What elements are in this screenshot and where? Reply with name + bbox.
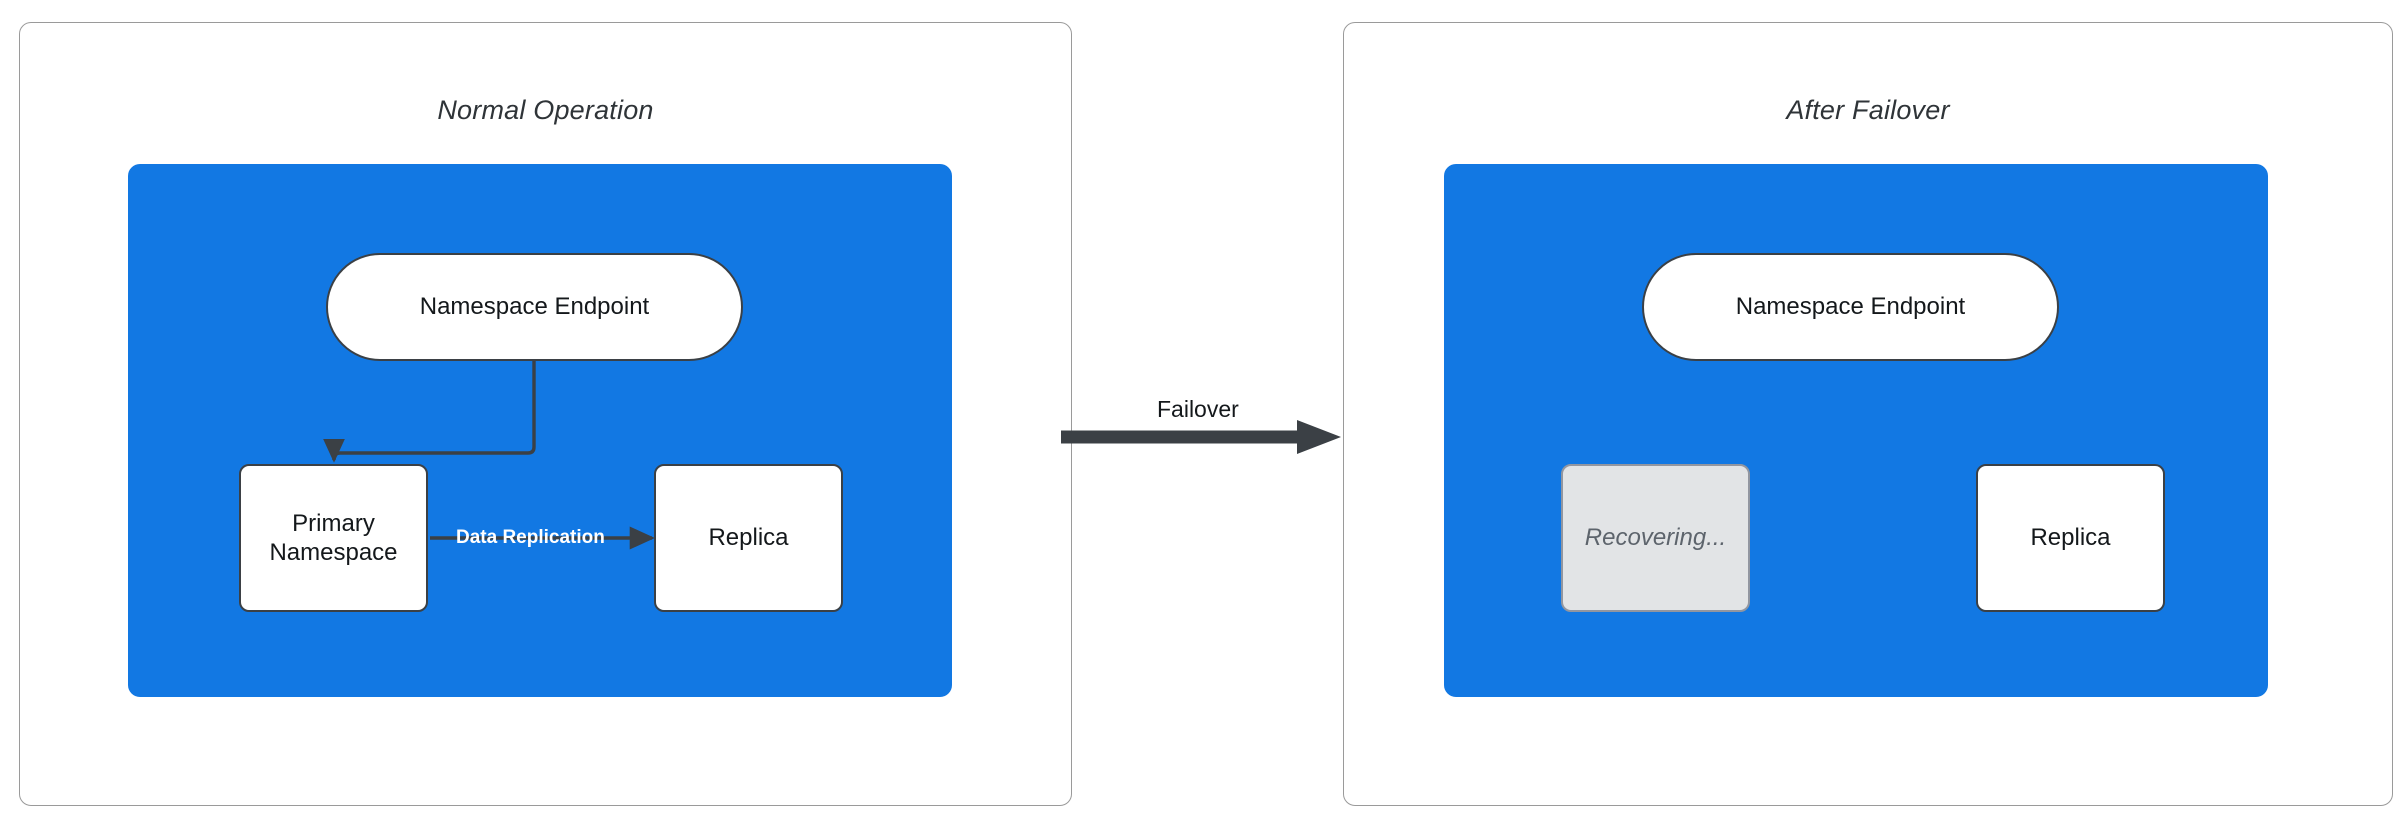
failover-transition-arrow <box>1061 420 1341 454</box>
node-namespace-endpoint-primary[interactable]: Namespace Endpoint <box>326 253 743 361</box>
node-primary-namespace[interactable]: Primary Namespace <box>239 464 428 612</box>
failover-label: Failover <box>1157 396 1239 422</box>
group-container-after-failover <box>1444 164 2268 697</box>
edge-label-data-replication: Data Replication <box>456 527 605 548</box>
node-recovering[interactable]: Recovering... <box>1561 464 1750 612</box>
node-namespace-endpoint-failover[interactable]: Namespace Endpoint <box>1642 253 2059 361</box>
node-primary-namespace-line1: Primary <box>292 509 375 537</box>
node-replica-primary-side[interactable]: Replica <box>654 464 843 612</box>
node-primary-namespace-line2: Namespace <box>269 539 398 566</box>
node-replica-failover-side[interactable]: Replica <box>1976 464 2165 612</box>
group-container-normal-operation <box>128 164 952 697</box>
panel-title-after-failover: After Failover <box>1786 95 1950 125</box>
panel-title-normal-operation: Normal Operation <box>437 95 654 125</box>
